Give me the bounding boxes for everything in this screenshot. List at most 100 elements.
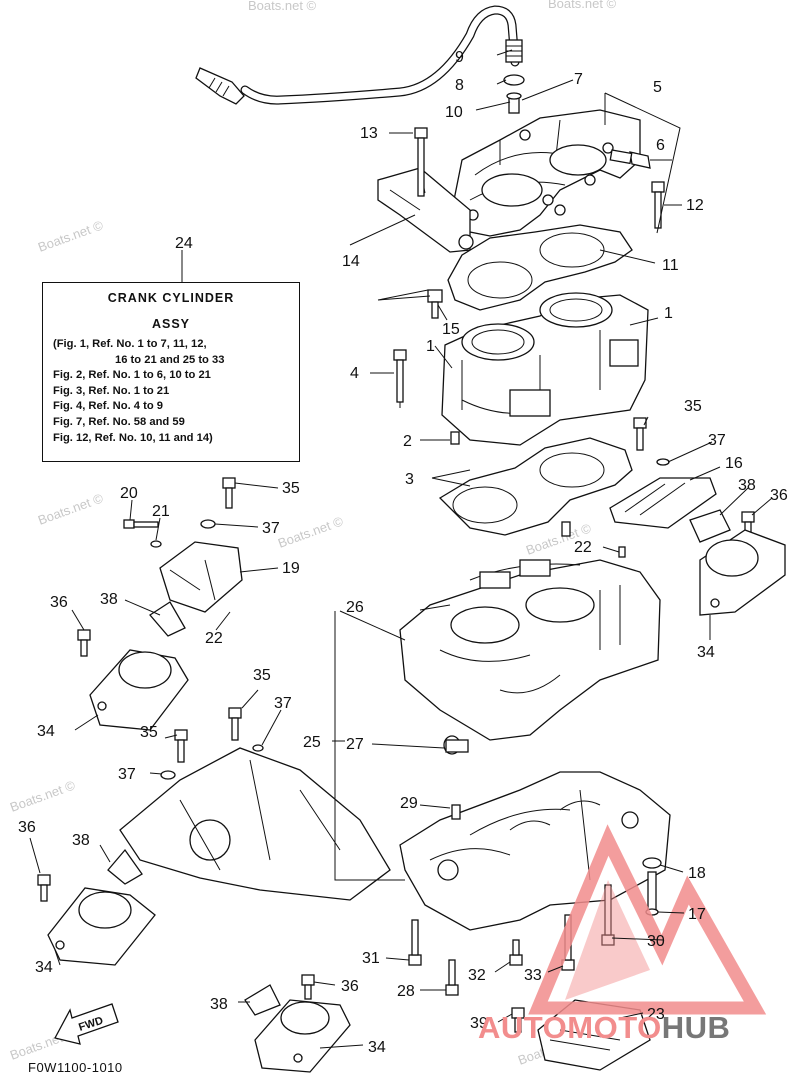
assy-note-line: (Fig. 1, Ref. No. 1 to 7, 11, 12, [53, 338, 207, 350]
callout-34: 34 [37, 723, 55, 740]
washer [252, 744, 264, 752]
bolt [651, 181, 665, 229]
engine-mount [89, 649, 189, 731]
callout-38: 38 [100, 591, 118, 608]
callout-37: 37 [118, 766, 136, 783]
callout-33: 33 [524, 967, 542, 984]
callout-8: 8 [455, 77, 464, 94]
callout-25: 25 [303, 734, 321, 751]
callout-3: 3 [405, 471, 414, 488]
dowel-pin [451, 804, 461, 820]
figure-code: F0W1100-1010 [28, 1060, 123, 1075]
callout-38: 38 [210, 996, 228, 1013]
bolt [77, 629, 91, 657]
bolt [445, 959, 459, 996]
watermark-text: Boats.net © [8, 777, 78, 815]
bolt [414, 127, 428, 197]
bolt [301, 974, 315, 1000]
callout-5: 5 [653, 79, 662, 96]
callout-18: 18 [688, 865, 706, 882]
engine-mount [47, 887, 156, 966]
callout-36: 36 [770, 487, 788, 504]
callout-39: 39 [470, 1015, 488, 1032]
fwd-arrow-icon: FWD [54, 1003, 119, 1045]
callout-10: 10 [445, 104, 463, 121]
dowel-pin [450, 431, 460, 445]
bolt [509, 939, 523, 966]
watermark-text: Boats.net © [276, 513, 346, 551]
callout-numbers: 9 8 7 10 5 13 6 12 14 11 15 1 1 4 35 2 3… [18, 49, 788, 1056]
assy-title-line1: CRANK CYLINDER [107, 291, 235, 305]
damper [244, 984, 281, 1016]
callout-34: 34 [35, 959, 53, 976]
callout-16: 16 [725, 455, 743, 472]
assy-note-line: Fig. 3, Ref. No. 1 to 21 [53, 384, 170, 397]
callout-6: 6 [656, 137, 665, 154]
callout-35: 35 [282, 480, 300, 497]
callout-21: 21 [152, 503, 170, 520]
lower-crankcase [399, 771, 671, 931]
dowel-pin [427, 289, 443, 319]
bolt [123, 519, 159, 529]
callout-1: 1 [426, 338, 435, 355]
callout-36: 36 [50, 594, 68, 611]
logo-text-part2: HUB [661, 1010, 731, 1045]
callout-37: 37 [262, 520, 280, 537]
assy-note-line: 16 to 21 and 25 to 33 [115, 353, 225, 366]
mount-bracket [159, 541, 243, 613]
watermark-text: Boats.net © [36, 217, 106, 255]
damper [689, 509, 731, 543]
washer [200, 519, 216, 529]
assy-note-line: Fig. 4, Ref. No. 4 to 9 [53, 400, 164, 413]
callout-31: 31 [362, 950, 380, 967]
callout-38: 38 [738, 477, 756, 494]
assy-title-line2: ASSY [151, 317, 191, 331]
callout-38: 38 [72, 832, 90, 849]
logo-text-part1: AUTOMOTO [478, 1010, 662, 1045]
callout-27: 27 [346, 736, 364, 753]
cylinder-base-gasket [438, 437, 633, 536]
callout-7: 7 [574, 71, 583, 88]
bolt [633, 417, 647, 451]
triangle-logo-icon [528, 824, 767, 1015]
callout-36: 36 [341, 978, 359, 995]
upper-crankcase [399, 559, 661, 741]
bolt [601, 884, 615, 946]
cylinder-block [441, 292, 649, 446]
callout-30: 30 [647, 933, 665, 950]
callout-14: 14 [342, 253, 360, 270]
breather-hose [195, 5, 523, 105]
callout-11: 11 [662, 257, 679, 274]
bolt [228, 707, 242, 741]
callout-29: 29 [400, 795, 418, 812]
engine-mount [254, 999, 351, 1073]
callout-35: 35 [253, 667, 271, 684]
callout-23: 23 [647, 1006, 665, 1023]
engine-hanger-bracket [377, 167, 474, 253]
automotohub-logo: AUTOMOTOHUB [478, 1010, 730, 1046]
callout-4: 4 [350, 365, 359, 382]
callout-12: 12 [686, 197, 704, 214]
washer [150, 540, 162, 548]
washer [160, 770, 176, 780]
damper [149, 601, 186, 637]
assy-callout-number: 24 [175, 235, 193, 252]
assy-note-line: Fig. 7, Ref. No. 58 and 59 [53, 415, 185, 428]
callout-37: 37 [708, 432, 726, 449]
oil-seal [443, 735, 469, 755]
callout-19: 19 [282, 560, 300, 577]
callout-35: 35 [684, 398, 702, 415]
assy-note-line: Fig. 2, Ref. No. 1 to 6, 10 to 21 [53, 369, 211, 382]
leader-lines [29, 49, 773, 1049]
damper [107, 848, 143, 885]
assembly-note-box: CRANK CYLINDER ASSY (Fig. 1, Ref. No. 1 … [42, 282, 300, 462]
callout-1: 1 [664, 305, 673, 322]
callout-9: 9 [455, 49, 464, 66]
mount-bracket [609, 477, 717, 529]
nipple [506, 92, 522, 114]
head-gasket [447, 224, 633, 311]
bolt [408, 919, 422, 966]
callout-28: 28 [397, 983, 415, 1000]
bolt [393, 349, 407, 403]
